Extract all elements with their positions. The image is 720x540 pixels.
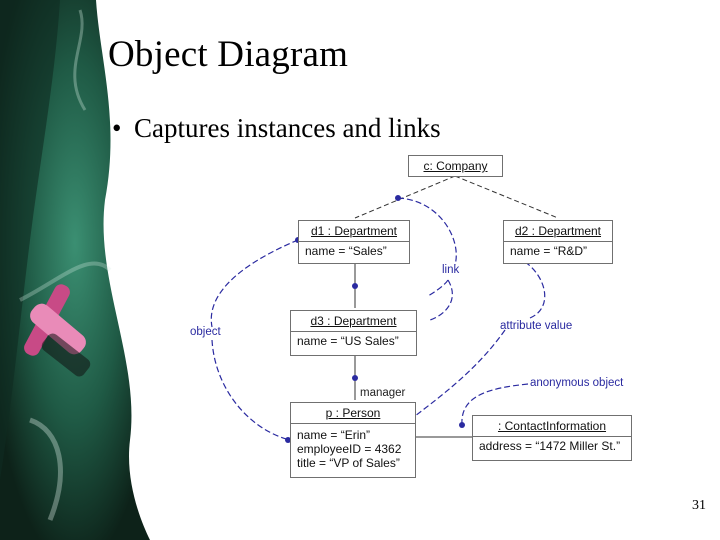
object-person-attr-title: title = “VP of Sales” bbox=[297, 456, 400, 470]
annotation-link-curve bbox=[397, 197, 457, 266]
object-company-header: c: Company bbox=[423, 159, 488, 173]
annotation-attribute-curve bbox=[507, 254, 546, 319]
object-d2: d2 : Department name = “R&D” bbox=[503, 220, 613, 264]
annotation-link-curve-2 bbox=[427, 279, 449, 297]
object-d1-header: d1 : Department bbox=[299, 221, 409, 242]
object-person-header: p : Person bbox=[291, 403, 415, 424]
object-contact-attr: address = “1472 Miller St.” bbox=[479, 439, 621, 453]
object-contact-header: : ContactInformation bbox=[473, 416, 631, 437]
annotation-object-label: object bbox=[190, 326, 221, 338]
annotation-attribute-curve-2 bbox=[389, 329, 506, 437]
slide-title: Object Diagram bbox=[108, 34, 349, 75]
page-number: 31 bbox=[692, 498, 706, 513]
annotation-attribute-value-label: attribute value bbox=[500, 320, 573, 332]
object-d3: d3 : Department name = “US Sales” bbox=[290, 310, 417, 356]
bullet-item: • Captures instances and links bbox=[112, 113, 441, 144]
object-person: p : Person name = “Erin” employeeID = 43… bbox=[290, 402, 416, 478]
bullet-text: Captures instances and links bbox=[134, 113, 441, 143]
annotation-object-curve-bottom bbox=[211, 339, 291, 441]
object-d2-header: d2 : Department bbox=[504, 221, 612, 242]
annotation-link-curve-3 bbox=[429, 279, 453, 321]
annotation-object-curve-top bbox=[210, 239, 299, 328]
link-company-d1 bbox=[354, 175, 456, 219]
annotation-link-label: link bbox=[442, 264, 460, 276]
object-person-attributes: name = “Erin” employeeID = 4362 title = … bbox=[291, 424, 415, 472]
object-d1: d1 : Department name = “Sales” bbox=[298, 220, 410, 264]
chalk-pieces bbox=[24, 284, 91, 377]
object-person-attr-name: name = “Erin” bbox=[297, 428, 371, 442]
object-d2-attr: name = “R&D” bbox=[510, 244, 588, 258]
object-d1-attr: name = “Sales” bbox=[305, 244, 387, 258]
object-contact: : ContactInformation address = “1472 Mil… bbox=[472, 415, 632, 461]
annotation-anon-curve bbox=[461, 383, 529, 426]
object-d3-header: d3 : Department bbox=[291, 311, 416, 332]
object-company: c: Company bbox=[408, 155, 503, 177]
bullet-dot-icon: • bbox=[112, 113, 122, 143]
link-company-d2 bbox=[454, 175, 559, 219]
object-d3-attr: name = “US Sales” bbox=[297, 334, 399, 348]
object-person-attr-id: employeeID = 4362 bbox=[297, 442, 402, 456]
annotation-anonymous-object-label: anonymous object bbox=[530, 377, 624, 389]
link-role-manager-label: manager bbox=[360, 387, 406, 399]
